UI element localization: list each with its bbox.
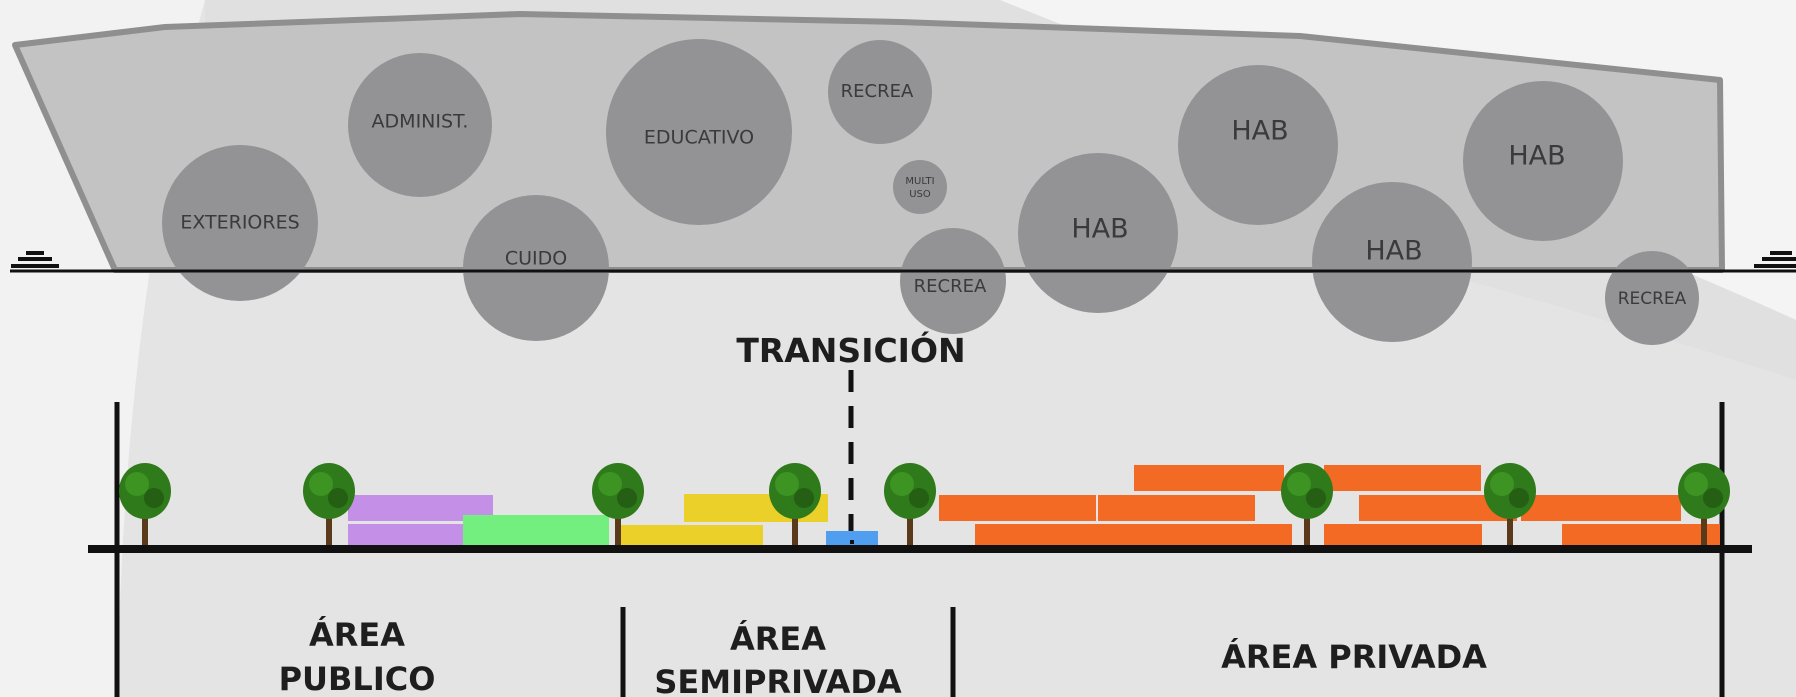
bubble-circle	[900, 228, 1006, 334]
level-marker-left-icon	[11, 251, 59, 268]
zone-semiprivate-label-line2: SEMIPRIVADA	[654, 663, 902, 697]
block-orange	[1562, 524, 1720, 547]
tree-icon	[884, 463, 936, 546]
semiprivate-area-blocks	[618, 494, 878, 547]
bubble-label: HAB	[1508, 141, 1565, 172]
bubble-hab-3: HAB	[1312, 182, 1472, 342]
bubble-label: HAB	[1231, 116, 1288, 147]
bubble-circle	[348, 53, 492, 197]
bubble-label: ADMINIST.	[372, 111, 469, 133]
bubble-label: RECREA	[841, 81, 914, 102]
block-orange	[1134, 465, 1284, 491]
bubble-circle	[1312, 182, 1472, 342]
bubble-exteriores: EXTERIORES	[162, 145, 318, 301]
bubble-recrea-right: RECREA	[1605, 251, 1699, 345]
block-orange	[975, 524, 1292, 547]
bubble-label: CUIDO	[505, 248, 567, 270]
bubble-label: EXTERIORES	[180, 212, 299, 234]
bubble-label-line1: MULTI	[905, 176, 934, 187]
tree-icon	[1281, 463, 1333, 546]
tree-icon	[1484, 463, 1536, 546]
tree-icon	[769, 463, 821, 546]
bubble-circle	[1605, 251, 1699, 345]
public-area-blocks	[348, 495, 609, 547]
tree-icon	[1678, 463, 1730, 546]
bubble-hab-4: HAB	[1463, 81, 1623, 241]
bubble-label: RECREA	[914, 276, 987, 297]
bubble-educativo: EDUCATIVO	[606, 39, 792, 225]
zone-public-label-line2: PUBLICO	[279, 660, 436, 697]
block-orange	[1324, 524, 1482, 547]
bubble-recrea-middle: RECREA	[900, 228, 1006, 334]
block-yellow-bottom	[618, 525, 763, 547]
level-marker-right-icon	[1754, 251, 1796, 268]
bubble-label: EDUCATIVO	[644, 127, 754, 149]
tree-icon	[119, 463, 171, 546]
bubble-label: HAB	[1071, 214, 1128, 245]
bubble-multiuso: MULTI USO	[893, 160, 947, 214]
bubble-circle	[1463, 81, 1623, 241]
bubble-hab-2: HAB	[1178, 65, 1338, 225]
bubble-administ: ADMINIST.	[348, 53, 492, 197]
bubble-circle	[828, 40, 932, 144]
zone-semiprivate-label-line1: ÁREA	[730, 620, 826, 658]
bubble-circle	[463, 195, 609, 341]
zone-private-label: ÁREA PRIVADA	[1221, 638, 1487, 676]
block-orange	[1098, 495, 1255, 521]
ground-line	[88, 545, 1752, 553]
block-lavender-bottom	[348, 524, 463, 546]
block-green	[463, 515, 609, 547]
bubble-label-line2: USO	[909, 189, 931, 200]
bubble-circle	[606, 39, 792, 225]
bubble-cuido: CUIDO	[463, 195, 609, 341]
tree-icon	[303, 463, 355, 546]
tree-icon	[592, 463, 644, 546]
bubble-label: RECREA	[1618, 289, 1687, 309]
block-orange	[1324, 465, 1481, 491]
bubble-label: HAB	[1365, 236, 1422, 267]
block-orange	[1521, 495, 1681, 521]
zone-public-label-line1: ÁREA	[309, 616, 405, 654]
bubble-circle	[893, 160, 947, 214]
block-blue	[826, 531, 878, 547]
block-blue-dot	[850, 540, 854, 544]
bubble-hab-1: HAB	[1018, 153, 1178, 313]
transition-label: TRANSICIÓN	[736, 330, 965, 370]
bubble-circle	[162, 145, 318, 301]
private-area-blocks	[939, 465, 1720, 547]
bubble-recrea-top: RECREA	[828, 40, 932, 144]
bubble-circle	[1018, 153, 1178, 313]
bubble-circle	[1178, 65, 1338, 225]
block-orange	[939, 495, 1096, 521]
